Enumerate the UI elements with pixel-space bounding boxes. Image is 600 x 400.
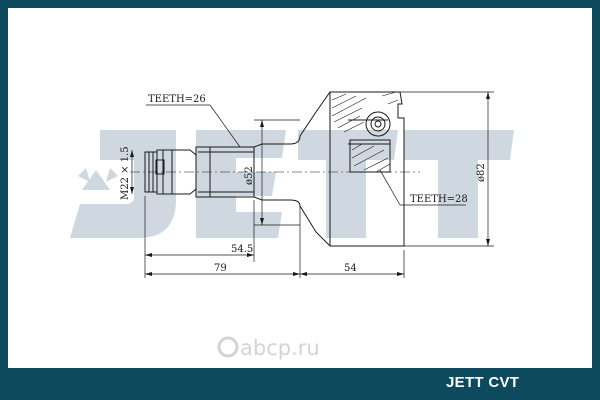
shaft-length-label: 79 — [214, 263, 227, 274]
housing-length-label: 54 — [344, 263, 357, 274]
teeth-shaft-label: TEETH=26 — [148, 94, 206, 105]
dimension-arrows — [130, 92, 490, 276]
dimension-lines — [131, 91, 494, 278]
thread-label: M22 × 1.5 — [120, 146, 131, 200]
frame-bottom-band — [8, 368, 392, 394]
shaft-diameter-label: ø52 — [244, 166, 255, 185]
site-watermark-text: abcp.ru — [240, 336, 320, 360]
housing-diameter-label: ø82 — [476, 163, 487, 182]
spline-length-label: 54.5 — [231, 244, 253, 255]
section-hatching — [331, 91, 399, 173]
product-label: JETT CVT — [446, 374, 520, 391]
jett-watermark-logo — [70, 130, 514, 238]
abcp-watermark: abcp.ru — [217, 336, 320, 360]
teeth-housing-label: TEETH=28 — [410, 194, 468, 205]
